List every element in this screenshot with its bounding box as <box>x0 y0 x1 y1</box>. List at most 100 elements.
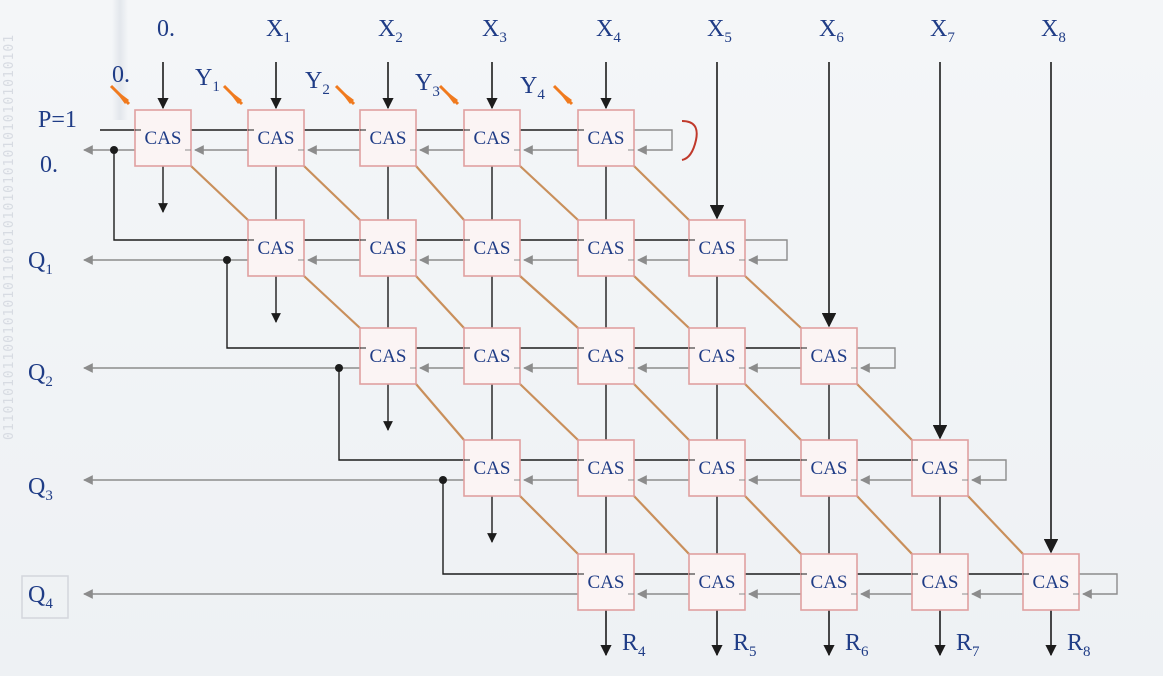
cas-cell-box <box>911 553 969 611</box>
q4-highlight-box <box>21 575 69 619</box>
cas-cell-box <box>688 219 746 277</box>
cas-cell: CAS <box>577 109 635 167</box>
cas-cell: CAS <box>577 219 635 277</box>
row-bracket <box>681 120 698 161</box>
cas-cell: CAS <box>688 553 746 611</box>
x-top-label-2-subscript: 2 <box>395 30 403 46</box>
quotient-feedback-line <box>113 150 248 241</box>
y-input-label-1-base: Y <box>195 65 212 91</box>
y-input-label-2: Y2 <box>305 68 330 98</box>
y-input-label-1-subscript: 1 <box>212 79 220 95</box>
quotient-feedback-line <box>442 480 578 575</box>
cas-cell-label: CAS <box>699 572 736 593</box>
cas-cell-box <box>1022 553 1080 611</box>
y-input-marker-stem <box>334 84 356 106</box>
cas-cell: CAS <box>463 439 521 497</box>
remainder-label-5-subscript: 5 <box>749 644 757 660</box>
x-top-label-4-base: X <box>596 16 613 42</box>
cas-cell-label: CAS <box>588 572 625 593</box>
cas-cell-box <box>247 219 305 277</box>
cas-cell: CAS <box>577 327 635 385</box>
cas-cell: CAS <box>800 327 858 385</box>
row-loopback <box>1079 573 1118 599</box>
y-input-label-2-subscript: 2 <box>322 82 330 98</box>
x-top-label-6-base: X <box>819 16 836 42</box>
y-input-label-3: Y3 <box>415 70 440 100</box>
diagonal-connector <box>415 383 465 441</box>
quotient-label-4: Q4 <box>28 582 53 612</box>
diagonal-connector <box>967 495 1024 555</box>
row-loopback <box>968 459 1007 485</box>
quotient-feedback-line <box>226 260 360 349</box>
quotient-label-3: Q3 <box>28 474 53 504</box>
cas-cell-label: CAS <box>474 128 511 149</box>
cas-cell-label: CAS <box>474 458 511 479</box>
y-input-label-4-base: Y <box>520 73 537 99</box>
cas-cell-label: CAS <box>922 572 959 593</box>
y-input-label-0: 0. <box>112 62 130 88</box>
remainder-label-6-base: R <box>845 630 861 656</box>
diagonal-connector <box>744 383 802 441</box>
cas-cell-label: CAS <box>588 346 625 367</box>
cas-cell-label: CAS <box>370 346 407 367</box>
cas-cell-box <box>463 219 521 277</box>
cas-cell: CAS <box>911 553 969 611</box>
quotient-label-3-subscript: 3 <box>45 488 53 504</box>
cas-cell-label: CAS <box>1033 572 1070 593</box>
y-input-label-3-base: Y <box>415 70 432 96</box>
cas-cell: CAS <box>800 439 858 497</box>
cas-cell-box <box>577 109 635 167</box>
cas-cell-label: CAS <box>145 128 182 149</box>
cas-cells: CAS CAS CAS CAS CAS CAS CAS CAS CAS CAS CAS CAS CAS C… <box>134 109 1080 611</box>
x-top-label-8-subscript: 8 <box>1058 30 1066 46</box>
junction-dot <box>335 364 343 372</box>
junction-dot <box>223 256 231 264</box>
diagonal-connector <box>415 275 465 329</box>
diagonal-connector <box>303 165 361 221</box>
quotient-label-1-subscript: 1 <box>45 262 53 278</box>
first-row-output-label: 0. <box>40 152 58 178</box>
quotient-label-4-subscript: 4 <box>45 596 53 612</box>
cas-cell-box <box>359 109 417 167</box>
x-top-label-7-subscript: 7 <box>947 30 955 46</box>
row-loopback <box>857 347 896 373</box>
cas-cell: CAS <box>463 327 521 385</box>
diagonal-connectors <box>190 165 1024 555</box>
cas-cell-label: CAS <box>588 458 625 479</box>
x-top-label-3: X3 <box>482 16 507 46</box>
cas-cell-label: CAS <box>474 346 511 367</box>
cas-cell-label: CAS <box>811 458 848 479</box>
cas-cell-box <box>577 219 635 277</box>
cas-cell-box <box>577 327 635 385</box>
cas-cell-label: CAS <box>370 128 407 149</box>
cas-cell: CAS <box>463 219 521 277</box>
quotient-label-1: Q1 <box>28 248 53 278</box>
cas-cell-label: CAS <box>258 128 295 149</box>
x-top-label-1-base: X <box>266 16 283 42</box>
diagonal-connector <box>744 275 802 329</box>
remainder-label-7-base: R <box>956 630 972 656</box>
diagonal-connector <box>856 495 913 555</box>
remainder-label-7: R7 <box>956 630 980 660</box>
diagonal-connector <box>633 165 690 221</box>
p-equals-one-label: P=1 <box>38 107 77 133</box>
y-input-label-4-subscript: 4 <box>537 87 545 103</box>
diagonal-connector <box>519 495 579 555</box>
x-top-label-0: 0. <box>157 16 175 42</box>
cas-cell: CAS <box>134 109 192 167</box>
remainder-label-4-base: R <box>622 630 638 656</box>
y-input-label-1: Y1 <box>195 65 220 95</box>
remainder-label-6: R6 <box>845 630 869 660</box>
cas-cell-label: CAS <box>258 238 295 259</box>
cas-cell-box <box>463 439 521 497</box>
x-top-label-7-base: X <box>930 16 947 42</box>
x-top-label-5: X5 <box>707 16 732 46</box>
y-input-marker-stem <box>438 84 460 106</box>
cas-cell-box <box>463 327 521 385</box>
remainder-label-6-subscript: 6 <box>861 644 869 660</box>
cas-cell-box <box>911 439 969 497</box>
cas-cell: CAS <box>688 439 746 497</box>
x-top-label-0-base: 0. <box>157 16 175 42</box>
cas-cell: CAS <box>1022 553 1080 611</box>
